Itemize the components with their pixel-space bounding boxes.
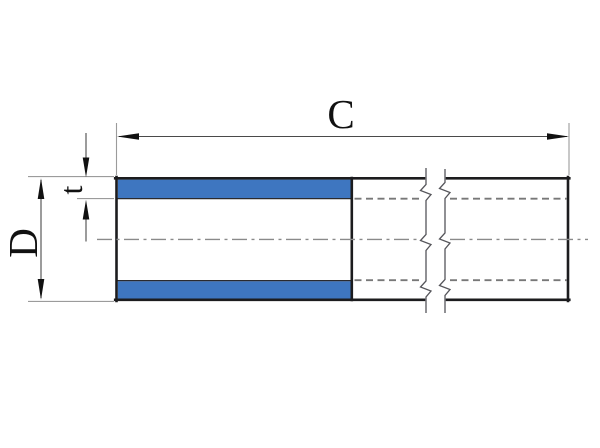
dimension-d: D	[0, 176, 114, 302]
dimension-c: C	[115, 91, 570, 175]
break-line-right	[438, 169, 452, 313]
arrowhead-up-to-wall-icon	[82, 199, 90, 220]
arrowhead-right-icon	[547, 133, 569, 140]
coated-wall-top-band	[117, 179, 351, 199]
diameter-label: D	[0, 228, 46, 258]
dimension-t: t	[53, 133, 114, 242]
length-label: C	[327, 91, 354, 137]
break-line-left	[419, 168, 433, 313]
arrowhead-up-icon	[37, 178, 45, 199]
coated-wall-bottom-band	[117, 281, 351, 300]
thickness-label: t	[53, 185, 89, 194]
pipe-body	[97, 168, 588, 313]
arrowhead-down-icon	[37, 279, 45, 300]
arrowhead-left-icon	[117, 133, 139, 140]
arrowhead-down-to-wall-icon	[82, 157, 90, 178]
